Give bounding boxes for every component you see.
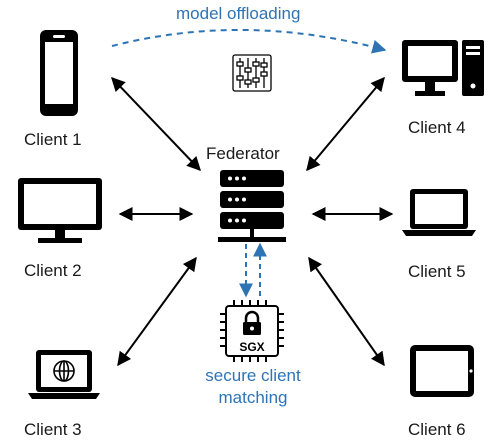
monitor-icon xyxy=(18,178,102,243)
offloading-arrow xyxy=(111,28,387,54)
client-2-label: Client 2 xyxy=(24,261,82,280)
federator-label: Federator xyxy=(206,144,280,163)
laptop-icon xyxy=(402,189,476,236)
client-1-label: Client 1 xyxy=(24,130,82,149)
link-client-4 xyxy=(306,76,385,172)
smartphone-icon xyxy=(40,30,78,116)
link-client-1 xyxy=(111,76,201,172)
sgx-label: SGX xyxy=(239,340,264,354)
globe-icon xyxy=(53,360,75,382)
server-icon xyxy=(218,170,286,242)
matching-label-line2: matching xyxy=(218,388,288,407)
matching-label-line1: secure client xyxy=(205,366,301,385)
desktop-pc-icon xyxy=(402,40,484,96)
model-icon xyxy=(232,54,272,92)
client-5-label: Client 5 xyxy=(408,262,466,281)
lock-icon xyxy=(243,310,261,335)
tablet-icon xyxy=(410,345,474,397)
offloading-label: model offloading xyxy=(176,4,301,23)
client-4-label: Client 4 xyxy=(408,118,466,137)
link-client-3 xyxy=(117,256,197,367)
client-3-label: Client 3 xyxy=(24,420,82,439)
link-client-6 xyxy=(308,256,385,367)
laptop-globe-icon xyxy=(28,350,100,399)
client-6-label: Client 6 xyxy=(408,420,466,439)
